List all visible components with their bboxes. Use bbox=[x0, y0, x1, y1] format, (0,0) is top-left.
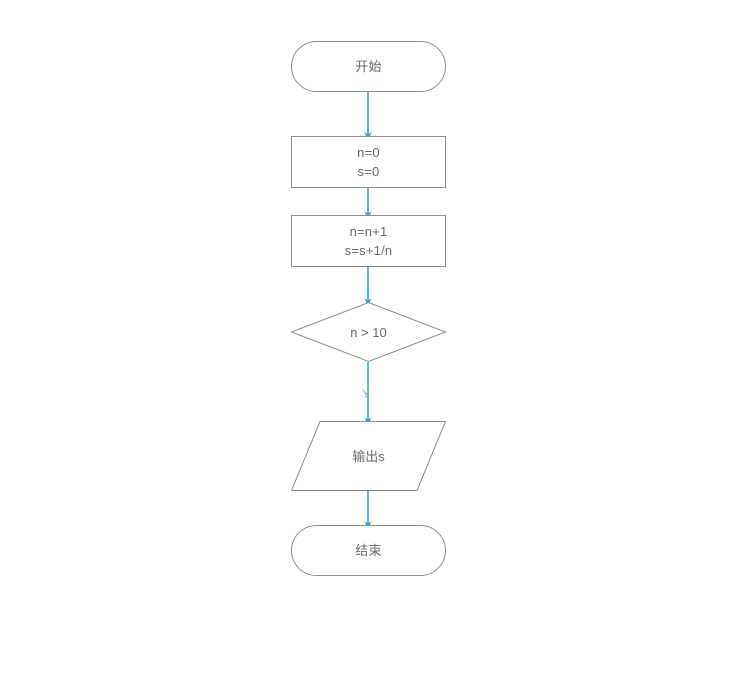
flow-node-label-start: 开始 bbox=[355, 59, 382, 74]
flow-node-output[interactable]: 输出s bbox=[290, 421, 447, 491]
flow-node-label-output: 输出s bbox=[352, 448, 385, 464]
flow-node-start[interactable]: 开始 bbox=[291, 41, 446, 92]
flow-node-condition[interactable]: n > 10 bbox=[290, 301, 447, 363]
flow-node-label-init: n=0 s=0 bbox=[357, 145, 380, 179]
flow-node-label-condition: n > 10 bbox=[350, 324, 387, 340]
flow-node-accumulate[interactable]: n=n+1 s=s+1/n bbox=[291, 215, 446, 267]
flow-node-init[interactable]: n=0 s=0 bbox=[291, 136, 446, 188]
flow-node-label-accumulate: n=n+1 s=s+1/n bbox=[344, 224, 393, 258]
decision-diamond-shape bbox=[290, 301, 447, 363]
io-parallelogram-shape bbox=[290, 421, 447, 491]
flow-node-label-end: 结束 bbox=[355, 543, 382, 558]
flow-edge-label-condition-output: Y bbox=[362, 387, 371, 401]
flow-node-end[interactable]: 结束 bbox=[291, 525, 446, 576]
